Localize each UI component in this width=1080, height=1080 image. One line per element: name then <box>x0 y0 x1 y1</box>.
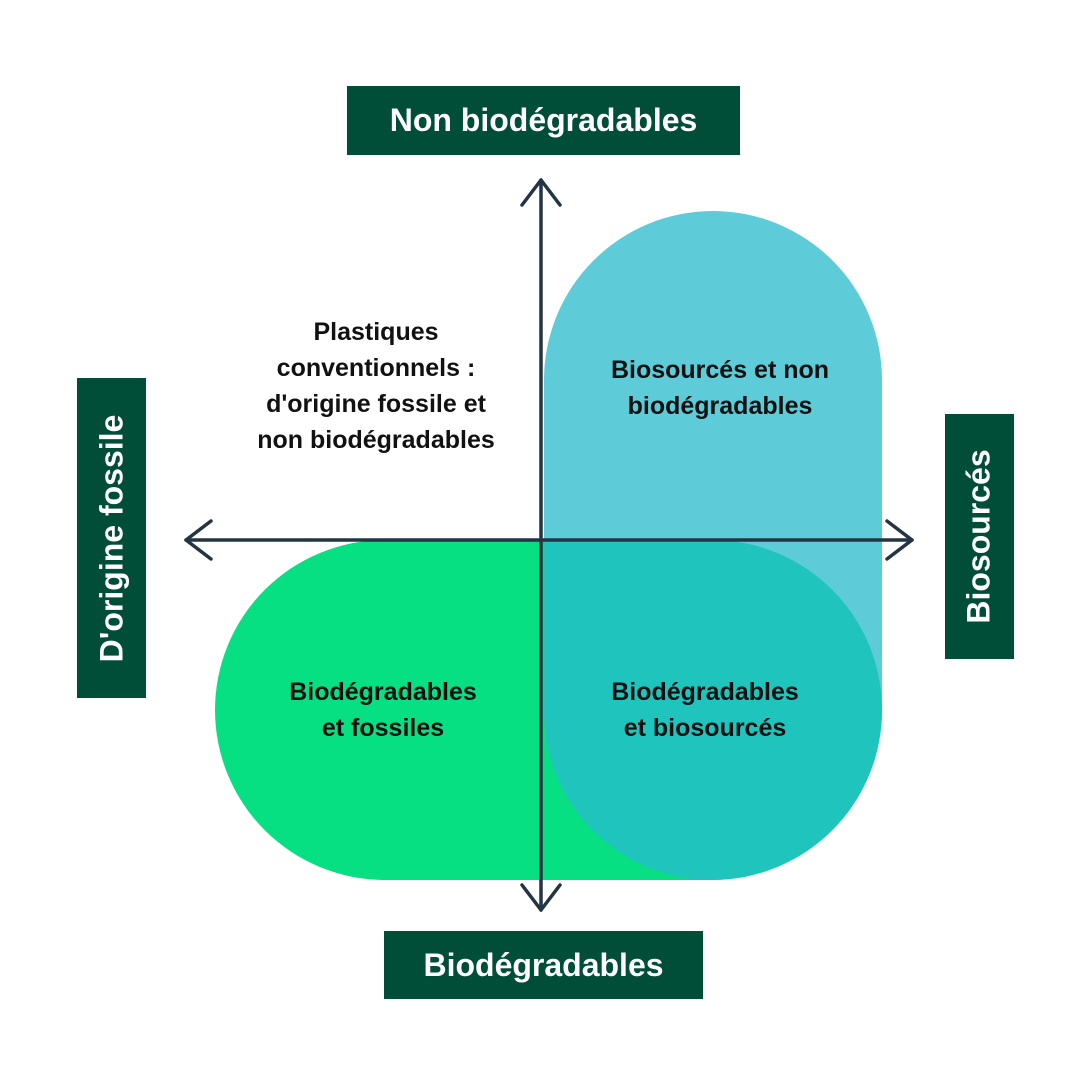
quadrant-biodegradable-biosourced: Biodégradables et biosourcés <box>611 678 799 742</box>
quadrant-conventional-plastics: Plastiques conventionnels : d'origine fo… <box>257 318 495 454</box>
vertical-axis <box>520 178 562 912</box>
arrow-left-icon <box>184 519 213 561</box>
axis-label-non-biodegradable: Non biodégradables <box>347 86 740 155</box>
arrow-right-icon <box>885 519 914 561</box>
arrow-down-icon <box>520 883 562 912</box>
axis-label-biodegradable: Biodégradables <box>384 931 703 999</box>
horizontal-axis <box>184 519 914 561</box>
quadrant-biodegradable-fossil: Biodégradables et fossiles <box>289 678 477 742</box>
arrow-up-icon <box>520 178 562 207</box>
overlap-shape <box>544 540 882 880</box>
quadrant-biosourced-non-biodegradable: Biosourcés et non biodégradables <box>610 356 830 420</box>
axis-label-biosourced: Biosourcés <box>945 414 1014 659</box>
axis-label-fossil-origin: D'origine fossile <box>77 378 146 698</box>
